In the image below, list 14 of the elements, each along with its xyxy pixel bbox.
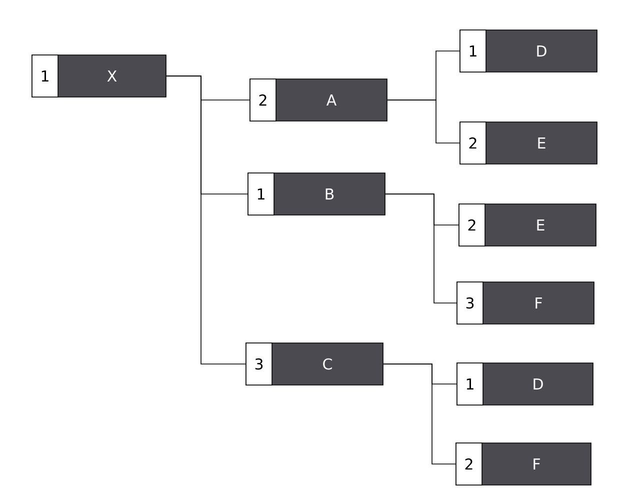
part-box: 1 D bbox=[460, 30, 598, 72]
part-box: 2 A bbox=[250, 78, 388, 122]
part-box: 2 E bbox=[458, 204, 596, 246]
part-box: 1 X bbox=[32, 54, 166, 98]
connector-line bbox=[166, 76, 246, 364]
part-box: 1 B bbox=[248, 172, 386, 216]
part-box: 3 F bbox=[456, 282, 594, 324]
part-box: 2 F bbox=[456, 442, 592, 486]
part-box: 1 D bbox=[456, 362, 594, 406]
connector-line bbox=[387, 100, 460, 144]
part-box: 3 C bbox=[246, 342, 384, 386]
part-box: 2 E bbox=[460, 122, 598, 164]
connector-line bbox=[385, 194, 457, 304]
connector-line bbox=[383, 364, 456, 464]
